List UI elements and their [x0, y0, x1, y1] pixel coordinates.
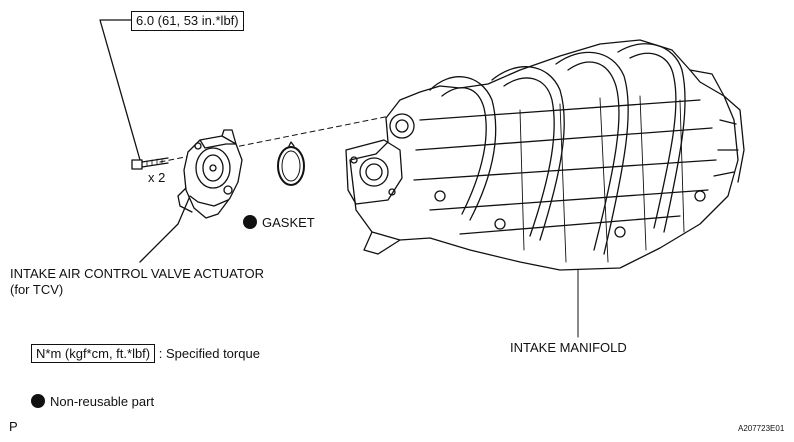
torque-legend-box: N*m (kgf*cm, ft.*lbf) [31, 344, 156, 363]
nonreusable-mark-icon [243, 215, 257, 229]
nonreusable-legend: Non-reusable part [31, 394, 154, 410]
torque-spec-box: 6.0 (61, 53 in.*lbf) [131, 11, 244, 31]
actuator-label-line1: INTAKE AIR CONTROL VALVE ACTUATOR [10, 266, 265, 281]
actuator-label-line2: (for TCV) [10, 282, 64, 297]
actuator-label: INTAKE AIR CONTROL VALVE ACTUATOR (for T… [10, 266, 264, 298]
manifold-label: INTAKE MANIFOLD [510, 340, 627, 355]
torque-leader-line [99, 19, 141, 161]
torque-legend-desc: : Specified torque [158, 346, 260, 361]
nonreusable-legend-text: Non-reusable part [50, 394, 155, 409]
actuator-leader-line [139, 195, 191, 263]
gasket-ring [277, 141, 305, 186]
gasket-label: GASKET [243, 215, 315, 231]
gasket-label-text: GASKET [262, 215, 315, 230]
bolt [131, 157, 169, 170]
bolt-quantity-label: x 2 [148, 170, 166, 185]
intake-manifold-part [345, 39, 745, 271]
torque-legend: N*m (kgf*cm, ft.*lbf) : Specified torque [31, 344, 260, 363]
figure-id: A207723E01 [738, 424, 785, 433]
filled-circle-icon [31, 394, 45, 408]
corner-mark: P [9, 419, 18, 434]
actuator-part [177, 129, 243, 219]
